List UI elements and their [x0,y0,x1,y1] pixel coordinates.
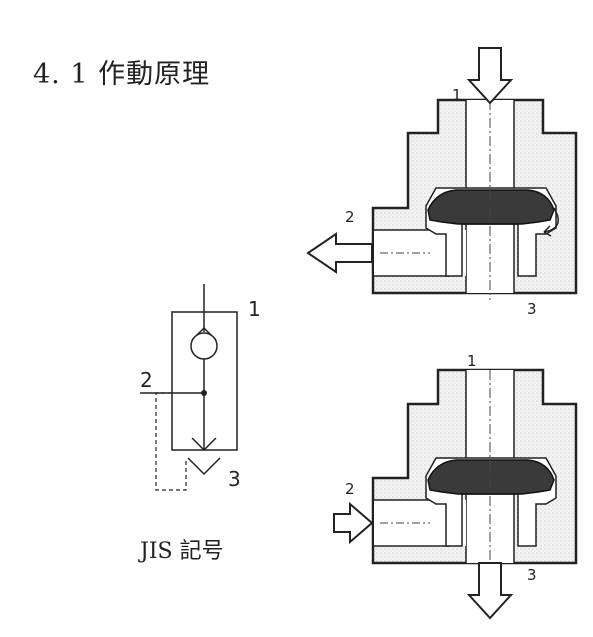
bottom-valve-diagram: 1 2 3 [333,352,578,620]
bottom-port2-label: 2 [345,480,355,498]
top-inlet-arrow [466,47,514,105]
jis-symbol: 1 2 3 [140,284,261,491]
jis-port1-label: 1 [248,297,261,321]
top-valve-diagram: 1 2 3 [306,47,578,318]
bottom-outlet-arrow [466,562,514,620]
top-port2-label: 2 [345,208,355,226]
top-outlet-arrow [306,232,373,274]
bottom-port3-label: 3 [527,566,537,584]
bottom-inlet-arrow [333,501,374,545]
top-flow-curve [543,207,559,233]
jis-check-ball [190,332,218,360]
section-title: 4. 1 作動原理 [33,59,211,90]
bottom-diaphragm [427,459,555,495]
jis-port3-label: 3 [228,467,241,491]
top-diaphragm [427,189,555,225]
top-port1-label: 1 [452,86,462,104]
bottom-port1-label: 1 [467,352,477,370]
jis-port2-label: 2 [140,368,153,392]
jis-symbol-caption: JIS 記号 [140,539,224,564]
jis-pilot-line [155,392,187,491]
top-port3-label: 3 [527,300,537,318]
